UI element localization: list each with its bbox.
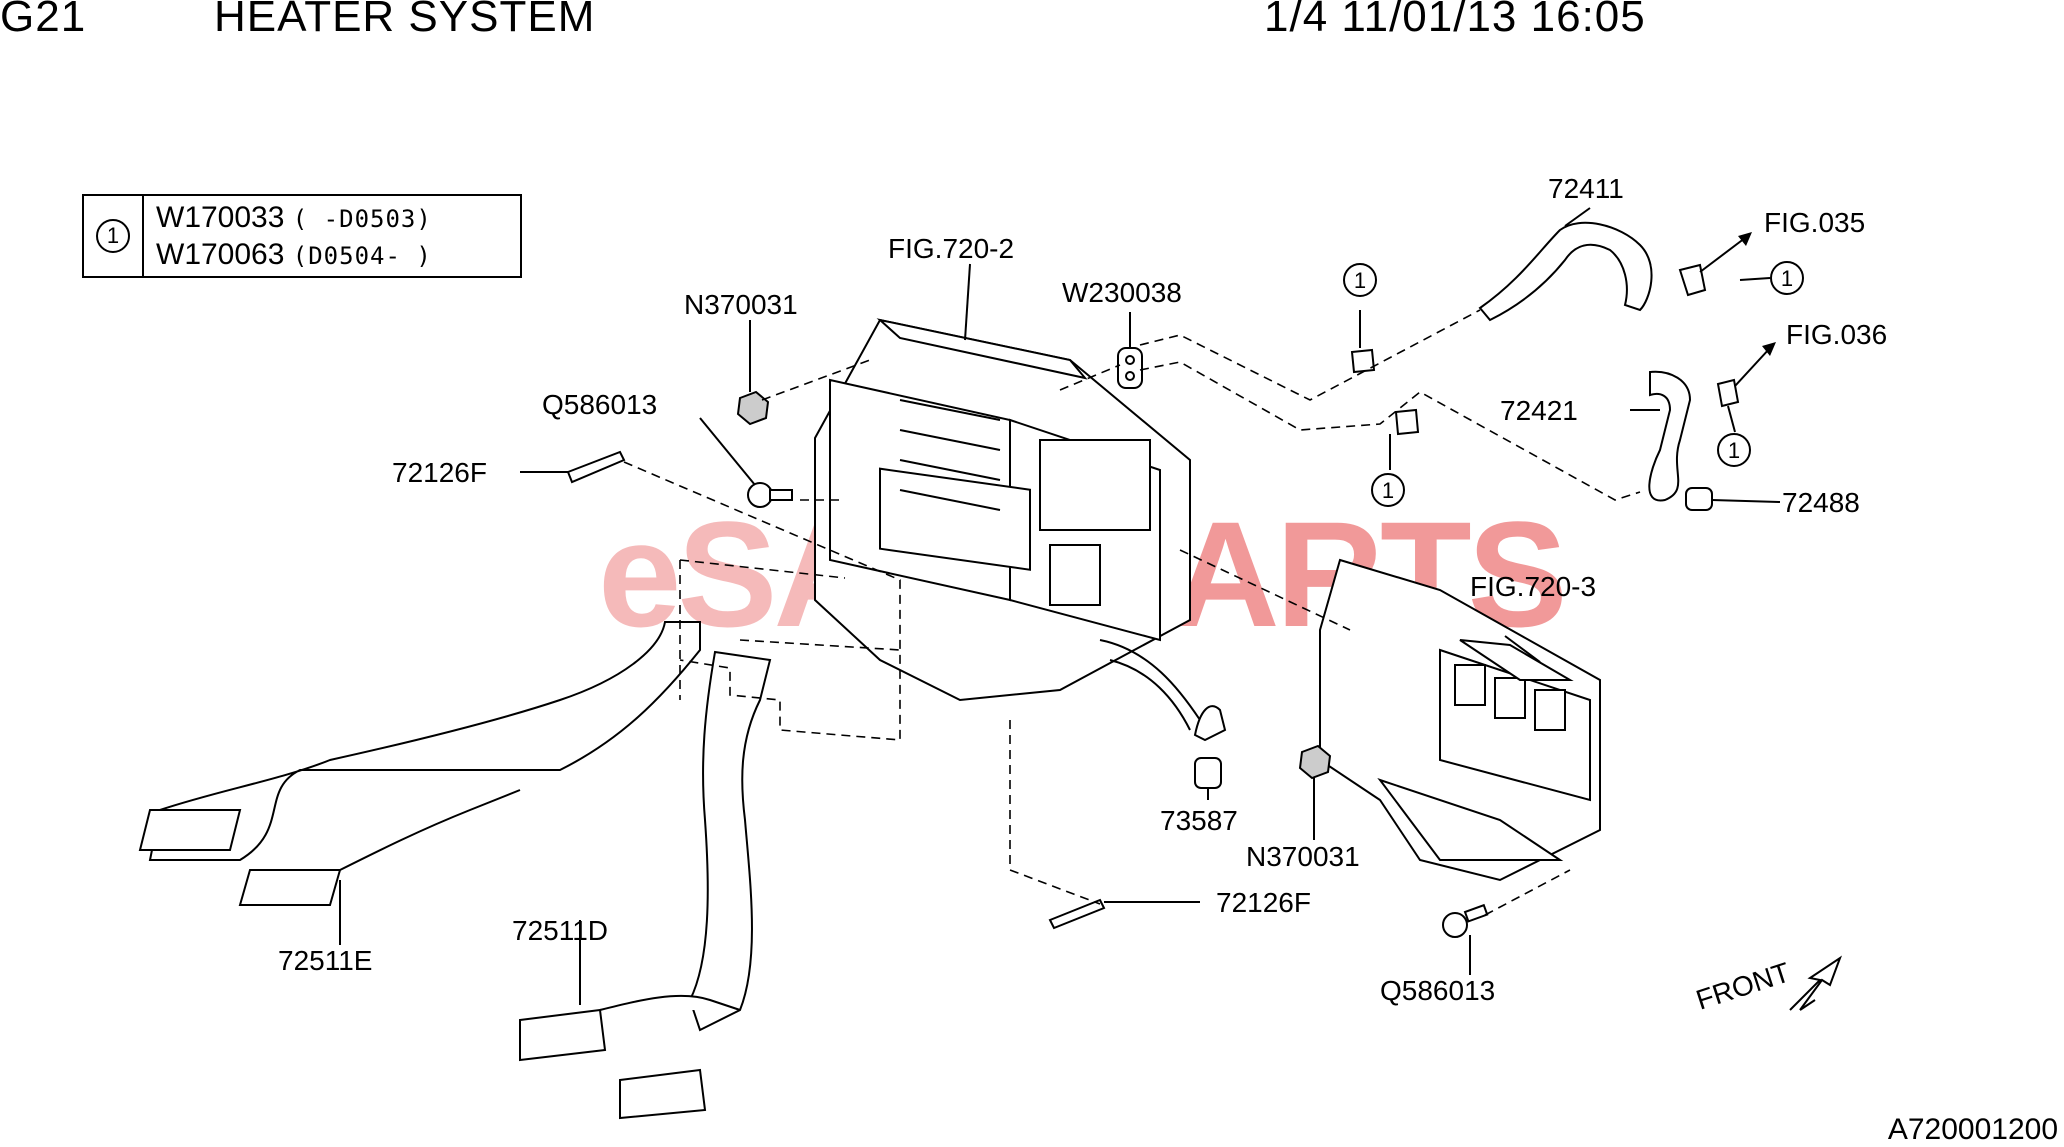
page-title: HEATER SYSTEM: [214, 0, 596, 41]
label-72126f-top: 72126F: [392, 457, 487, 488]
label-73587: 73587: [1160, 805, 1238, 836]
label-w230038: W230038: [1062, 277, 1182, 308]
drawing-code: A720001200: [1887, 1113, 2058, 1146]
hose-73587: [1193, 705, 1227, 789]
label-72488: 72488: [1782, 487, 1860, 518]
pin-72126f-top: [566, 450, 626, 484]
clip-fig036: [1716, 378, 1740, 408]
callout-text: 1: [1382, 478, 1394, 503]
legend-part: W170063: [156, 238, 285, 271]
label-72126f-bot: 72126F: [1216, 887, 1311, 918]
legend-row: W170033 ( -D0503): [156, 200, 432, 237]
clip-mid-lower: [1394, 408, 1420, 436]
callout-text: 1: [1728, 438, 1740, 463]
label-n370031-bot: N370031: [1246, 841, 1360, 872]
front-arrow-icon: [1789, 955, 1843, 1011]
grommet-w230038: [1117, 347, 1143, 389]
legend-row: W170063 (D0504- ): [156, 237, 432, 274]
screw-q586013-top: [747, 482, 793, 508]
nut-n370031-bot: [1298, 744, 1332, 780]
duct-72511d: [519, 650, 772, 1120]
clip-mid-upper: [1350, 348, 1376, 374]
page-info: 1/4 11/01/13 16:05: [1264, 0, 1646, 41]
label-q586013-top: Q586013: [542, 389, 657, 420]
label-n370031-top: N370031: [684, 289, 798, 320]
label-fig720-3: FIG.720-3: [1470, 571, 1596, 602]
screw-q586013-bot: [1442, 903, 1489, 938]
legend-symbol: 1: [106, 223, 120, 248]
arrow-fig035: [1699, 232, 1752, 273]
callout-text: 1: [1354, 268, 1366, 293]
legend-table: 1 W170033 ( -D0503) W170063 (D0504- ): [82, 194, 522, 278]
clip-upper-hose-end: [1678, 263, 1707, 297]
legend-range: (D0504- ): [292, 242, 432, 270]
label-fig035: FIG.035: [1764, 207, 1865, 238]
hose-72411: [1478, 221, 1653, 322]
callout-text: 1: [1781, 266, 1793, 291]
callout-circle-1: 1: [1343, 263, 1377, 297]
label-72511e: 72511E: [278, 945, 372, 976]
callout-circle-4: 1: [1717, 433, 1751, 467]
legend-part: W170033: [156, 201, 285, 234]
label-72511d: 72511D: [512, 915, 608, 946]
callout-circle-2: 1: [1371, 473, 1405, 507]
label-72411: 72411: [1548, 173, 1624, 204]
nut-n370031-top: [736, 390, 770, 426]
legend-rows: W170033 ( -D0503) W170063 (D0504- ): [144, 196, 444, 276]
hose-72421: [1648, 370, 1692, 502]
label-fig720-2: FIG.720-2: [888, 233, 1014, 264]
group-code: G21: [0, 0, 87, 41]
label-72421: 72421: [1500, 395, 1578, 426]
clamp-72488: [1685, 487, 1713, 511]
circled-one-icon: 1: [96, 219, 130, 253]
legend-symbol-cell: 1: [84, 196, 144, 276]
leader-lines: [339, 207, 1781, 1005]
legend-range: ( -D0503): [292, 205, 432, 233]
label-front: FRONT: [1692, 956, 1793, 1015]
label-fig036: FIG.036: [1786, 319, 1887, 350]
assembly-dashed-lines: [623, 309, 1641, 916]
heater-unit-right: [1319, 558, 1601, 882]
arrow-fig036: [1734, 342, 1776, 387]
label-q586013-bot: Q586013: [1380, 975, 1495, 1006]
callout-circle-3: 1: [1770, 261, 1804, 295]
pin-72126f-bot: [1048, 898, 1106, 930]
duct-72511e: [138, 621, 701, 906]
